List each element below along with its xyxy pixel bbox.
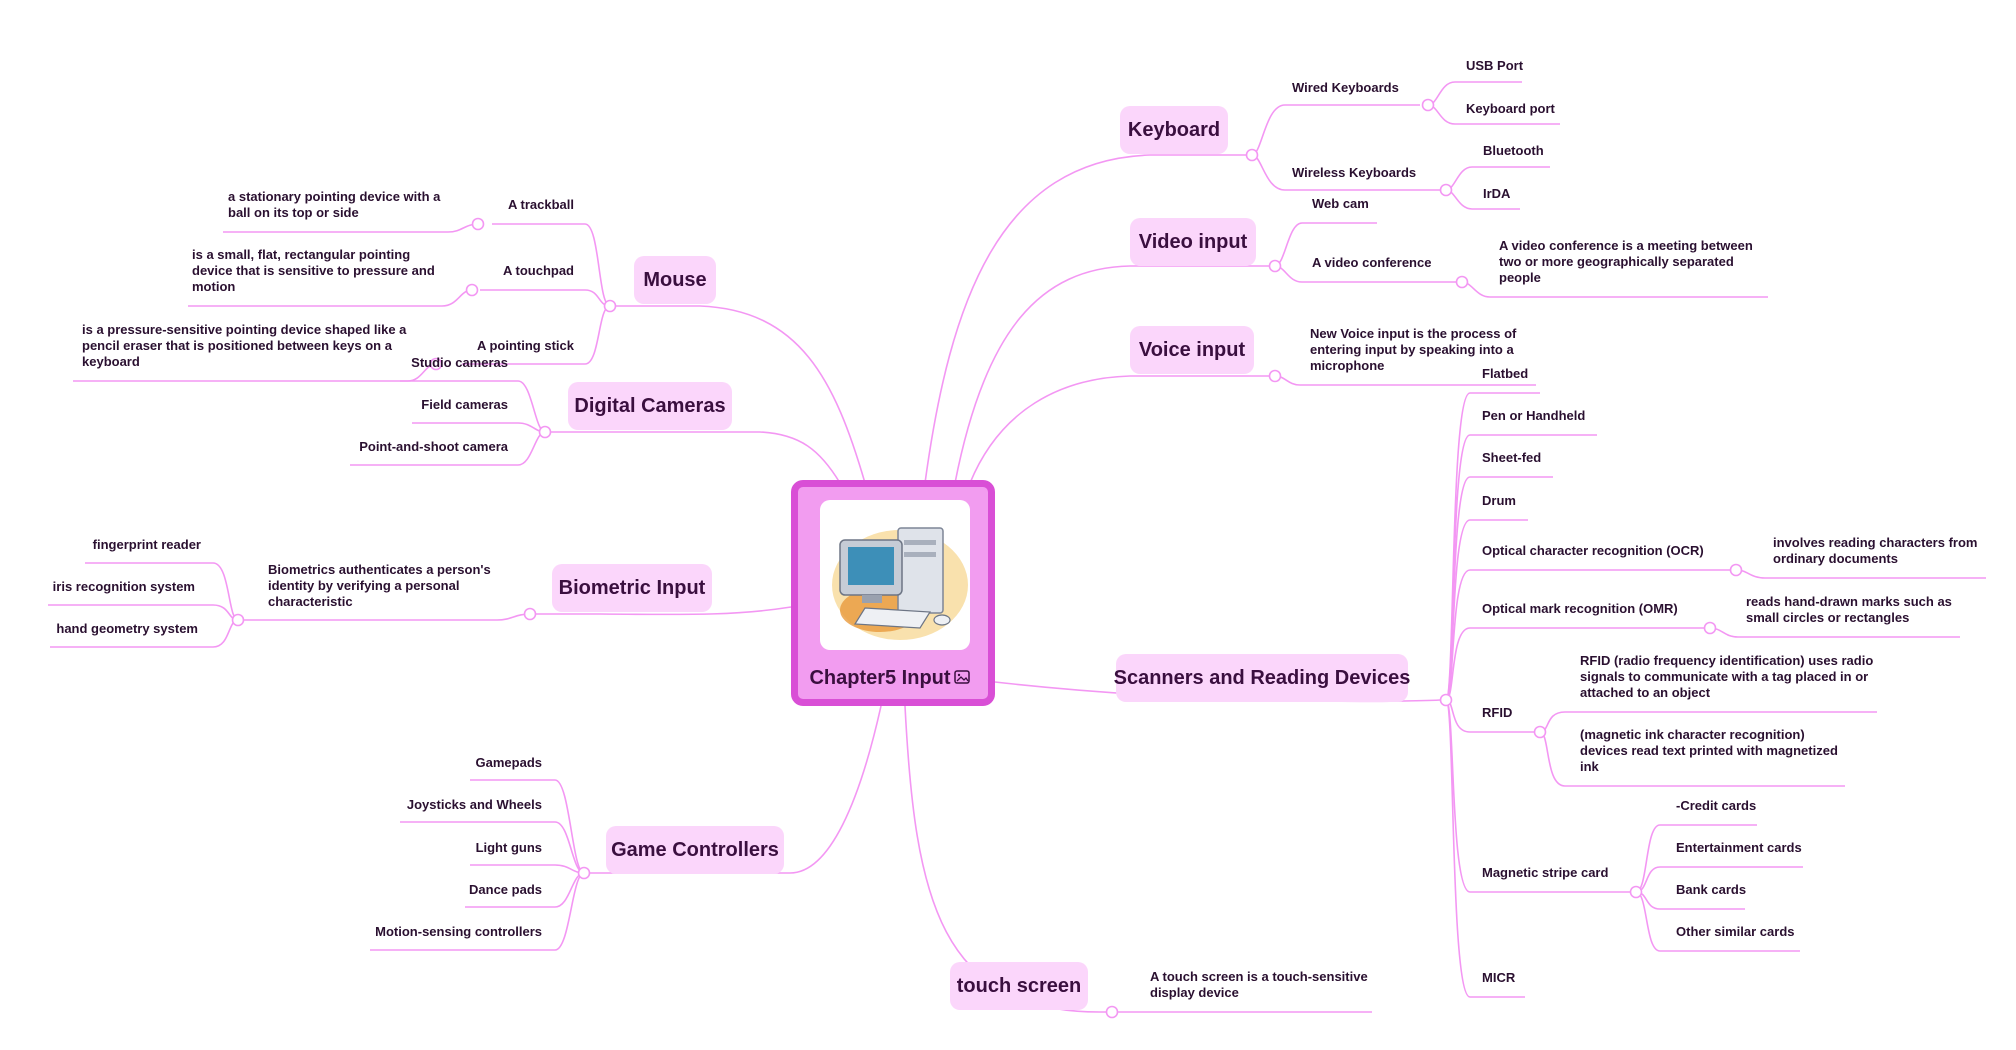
node-joysticks-wheels[interactable]: Joysticks and Wheels bbox=[406, 797, 542, 812]
node-magnetic-stripe-card[interactable]: Magnetic stripe card bbox=[1482, 865, 1609, 880]
node-touch-screen-desc[interactable]: A touch screen is a touch-sensitive disp… bbox=[1150, 969, 1368, 1000]
node-video-conference[interactable]: A video conference bbox=[1312, 255, 1432, 270]
node-gamepads[interactable]: Gamepads bbox=[475, 755, 542, 770]
node-voice-desc[interactable]: New Voice input is the process of enteri… bbox=[1310, 326, 1517, 373]
node-fingerprint-reader[interactable]: fingerprint reader bbox=[92, 537, 201, 552]
node-ocr[interactable]: Optical character recognition (OCR) bbox=[1482, 543, 1704, 558]
node-flatbed[interactable]: Flatbed bbox=[1482, 366, 1529, 381]
node-usb-port[interactable]: USB Port bbox=[1466, 58, 1524, 73]
node-wired-keyboards[interactable]: Wired Keyboards bbox=[1292, 80, 1399, 95]
node-trackball[interactable]: A trackball bbox=[508, 197, 574, 212]
topic-scanners[interactable]: Scanners and Reading Devices bbox=[1114, 654, 1410, 702]
node-trackball-desc[interactable]: a stationary pointing device with a ball… bbox=[228, 189, 441, 220]
node-video-conference-desc[interactable]: A video conference is a meeting between … bbox=[1499, 238, 1753, 285]
node-pointing-stick[interactable]: A pointing stick bbox=[476, 338, 574, 353]
node-omr[interactable]: Optical mark recognition (OMR) bbox=[1482, 601, 1678, 616]
node-field-cameras[interactable]: Field cameras bbox=[421, 397, 508, 412]
node-bank-cards[interactable]: Bank cards bbox=[1676, 882, 1747, 897]
node-rfid-desc[interactable]: RFID (radio frequency identification) us… bbox=[1580, 653, 1874, 700]
computer-clipart-icon bbox=[820, 500, 970, 650]
node-micr-desc[interactable]: (magnetic ink character recognition) dev… bbox=[1580, 727, 1838, 774]
node-omr-desc[interactable]: reads hand-drawn marks such as small cir… bbox=[1746, 594, 1952, 625]
central-topic[interactable]: Chapter5 Input bbox=[791, 480, 995, 706]
node-point-and-shoot[interactable]: Point-and-shoot camera bbox=[359, 439, 508, 454]
node-rfid[interactable]: RFID bbox=[1482, 705, 1513, 720]
topic-voice-input[interactable]: Voice input bbox=[1130, 326, 1254, 374]
node-wireless-keyboards[interactable]: Wireless Keyboards bbox=[1292, 165, 1417, 180]
node-touchpad-desc[interactable]: is a small, flat, rectangular pointing d… bbox=[192, 247, 435, 294]
node-pen-handheld[interactable]: Pen or Handheld bbox=[1482, 408, 1586, 423]
node-light-guns[interactable]: Light guns bbox=[475, 840, 542, 855]
node-touchpad[interactable]: A touchpad bbox=[502, 263, 574, 278]
node-bluetooth[interactable]: Bluetooth bbox=[1483, 143, 1544, 158]
node-ocr-desc[interactable]: involves reading characters from ordinar… bbox=[1773, 535, 1978, 566]
node-entertainment-cards[interactable]: Entertainment cards bbox=[1676, 840, 1802, 855]
topic-mouse[interactable]: Mouse bbox=[634, 256, 716, 304]
node-biometrics-desc[interactable]: Biometrics authenticates a person's iden… bbox=[268, 562, 491, 609]
topic-keyboard[interactable]: Keyboard bbox=[1120, 106, 1228, 154]
node-sheet-fed[interactable]: Sheet-fed bbox=[1482, 450, 1542, 465]
junction-dots bbox=[231, 98, 1743, 1019]
topic-digital-cameras[interactable]: Digital Cameras bbox=[568, 382, 732, 430]
node-keyboard-port[interactable]: Keyboard port bbox=[1466, 101, 1555, 116]
node-credit-cards[interactable]: -Credit cards bbox=[1676, 798, 1757, 813]
image-icon[interactable] bbox=[954, 670, 970, 684]
node-hand-geometry[interactable]: hand geometry system bbox=[56, 621, 198, 636]
central-title: Chapter5 Input bbox=[809, 667, 951, 689]
topic-game-controllers[interactable]: Game Controllers bbox=[606, 826, 784, 874]
topic-video-input[interactable]: Video input bbox=[1130, 218, 1256, 266]
node-dance-pads[interactable]: Dance pads bbox=[469, 882, 542, 897]
node-web-cam[interactable]: Web cam bbox=[1312, 196, 1369, 211]
node-irda[interactable]: IrDA bbox=[1483, 186, 1511, 201]
node-pointing-stick-desc[interactable]: is a pressure-sensitive pointing device … bbox=[82, 322, 407, 369]
node-micr[interactable]: MICR bbox=[1482, 970, 1516, 985]
node-other-similar-cards[interactable]: Other similar cards bbox=[1676, 924, 1795, 939]
node-motion-sensing[interactable]: Motion-sensing controllers bbox=[375, 924, 542, 939]
topic-touch-screen[interactable]: touch screen bbox=[950, 962, 1088, 1010]
node-drum[interactable]: Drum bbox=[1482, 493, 1516, 508]
node-iris-recognition[interactable]: iris recognition system bbox=[52, 579, 195, 594]
node-studio-cameras[interactable]: Studio cameras bbox=[411, 355, 508, 370]
topic-biometric-input[interactable]: Biometric Input bbox=[552, 564, 712, 612]
